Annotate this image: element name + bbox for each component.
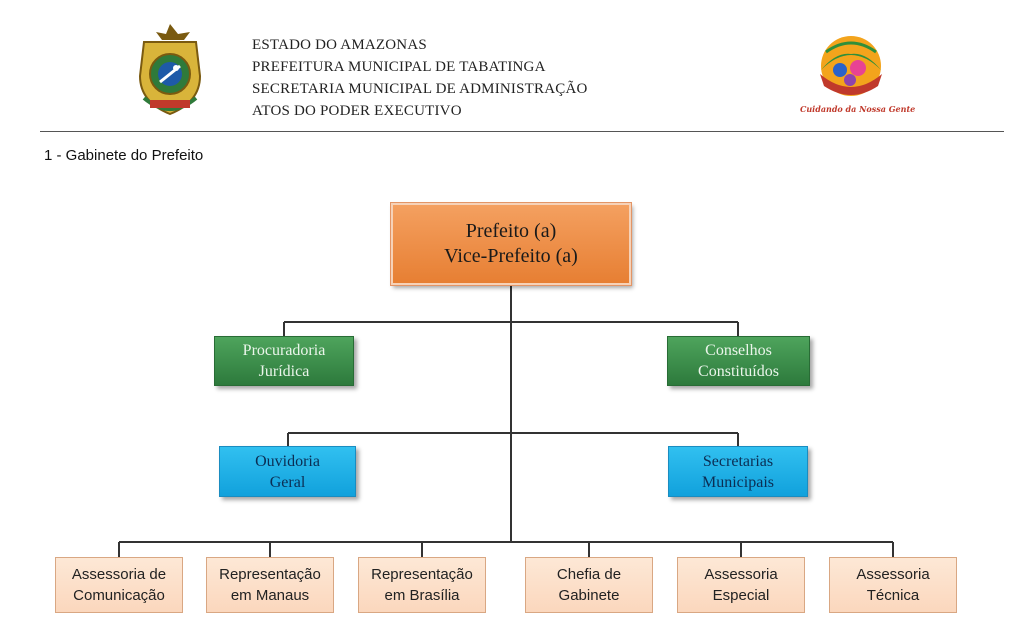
amazonas-state-crest-icon — [138, 24, 202, 116]
box-assessoria-tecnica: Assessoria Técnica — [829, 557, 957, 613]
unit-3-line-1: Representação — [371, 566, 473, 583]
box-conselhos-line-1: Conselhos — [705, 342, 772, 359]
unit-5-line-1: Assessoria — [704, 566, 778, 583]
box-ouvidoria-geral: Ouvidoria Geral — [219, 446, 356, 497]
unit-3-line-2: em Brasília — [384, 587, 460, 604]
box-representacao-brasilia: Representação em Brasília — [358, 557, 486, 613]
box-prefeito: Prefeito (a) Vice-Prefeito (a) — [390, 202, 632, 286]
box-procuradoria-line-2: Jurídica — [258, 363, 310, 380]
unit-1-line-1: Assessoria de — [71, 566, 167, 583]
box-conselhos-constituidos: Conselhos Constituídos — [667, 336, 810, 386]
prefecture-logo-icon — [820, 36, 882, 96]
box-prefeito-line-1: Prefeito (a) — [465, 220, 557, 242]
box-chefia-gabinete: Chefia de Gabinete — [525, 557, 653, 613]
unit-1-line-2: Comunicação — [73, 587, 165, 604]
box-representacao-manaus: Representação em Manaus — [206, 557, 334, 613]
box-assessoria-comunicacao: Assessoria de Comunicação — [55, 557, 183, 613]
box-ouvidoria-line-1: Ouvidoria — [255, 452, 320, 470]
header-line-prefecture: PREFEITURA MUNICIPAL DE TABATINGA — [252, 59, 546, 75]
logo-slogan: Cuidando da Nossa Gente — [800, 104, 916, 114]
box-assessoria-especial: Assessoria Especial — [677, 557, 805, 613]
unit-6-line-2: Técnica — [866, 587, 920, 604]
unit-2-line-2: em Manaus — [230, 587, 310, 604]
header-text-block: ESTADO DO AMAZONAS PREFEITURA MUNICIPAL … — [252, 34, 588, 122]
box-secretarias-line-2: Municipais — [702, 473, 774, 491]
box-prefeito-line-2: Vice-Prefeito (a) — [444, 245, 578, 267]
box-secretarias-line-1: Secretarias — [702, 452, 774, 470]
header-line-acts: ATOS DO PODER EXECUTIVO — [252, 103, 462, 119]
section-title: 1 - Gabinete do Prefeito — [44, 147, 204, 164]
unit-2-line-1: Representação — [219, 566, 321, 583]
unit-4-line-2: Gabinete — [558, 587, 620, 604]
box-procuradoria-juridica: Procuradoria Jurídica — [214, 336, 354, 386]
header-line-secretariat: SECRETARIA MUNICIPAL DE ADMINISTRAÇÃO — [252, 81, 588, 97]
header-divider — [40, 131, 1004, 132]
box-secretarias-municipais: Secretarias Municipais — [668, 446, 808, 497]
unit-5-line-2: Especial — [712, 587, 770, 604]
unit-6-line-1: Assessoria — [856, 566, 930, 583]
unit-4-line-1: Chefia de — [556, 566, 622, 583]
box-procuradoria-line-1: Procuradoria — [242, 342, 326, 359]
header-line-state: ESTADO DO AMAZONAS — [252, 37, 427, 53]
box-conselhos-line-2: Constituídos — [698, 363, 779, 380]
box-ouvidoria-line-2: Geral — [269, 473, 306, 491]
